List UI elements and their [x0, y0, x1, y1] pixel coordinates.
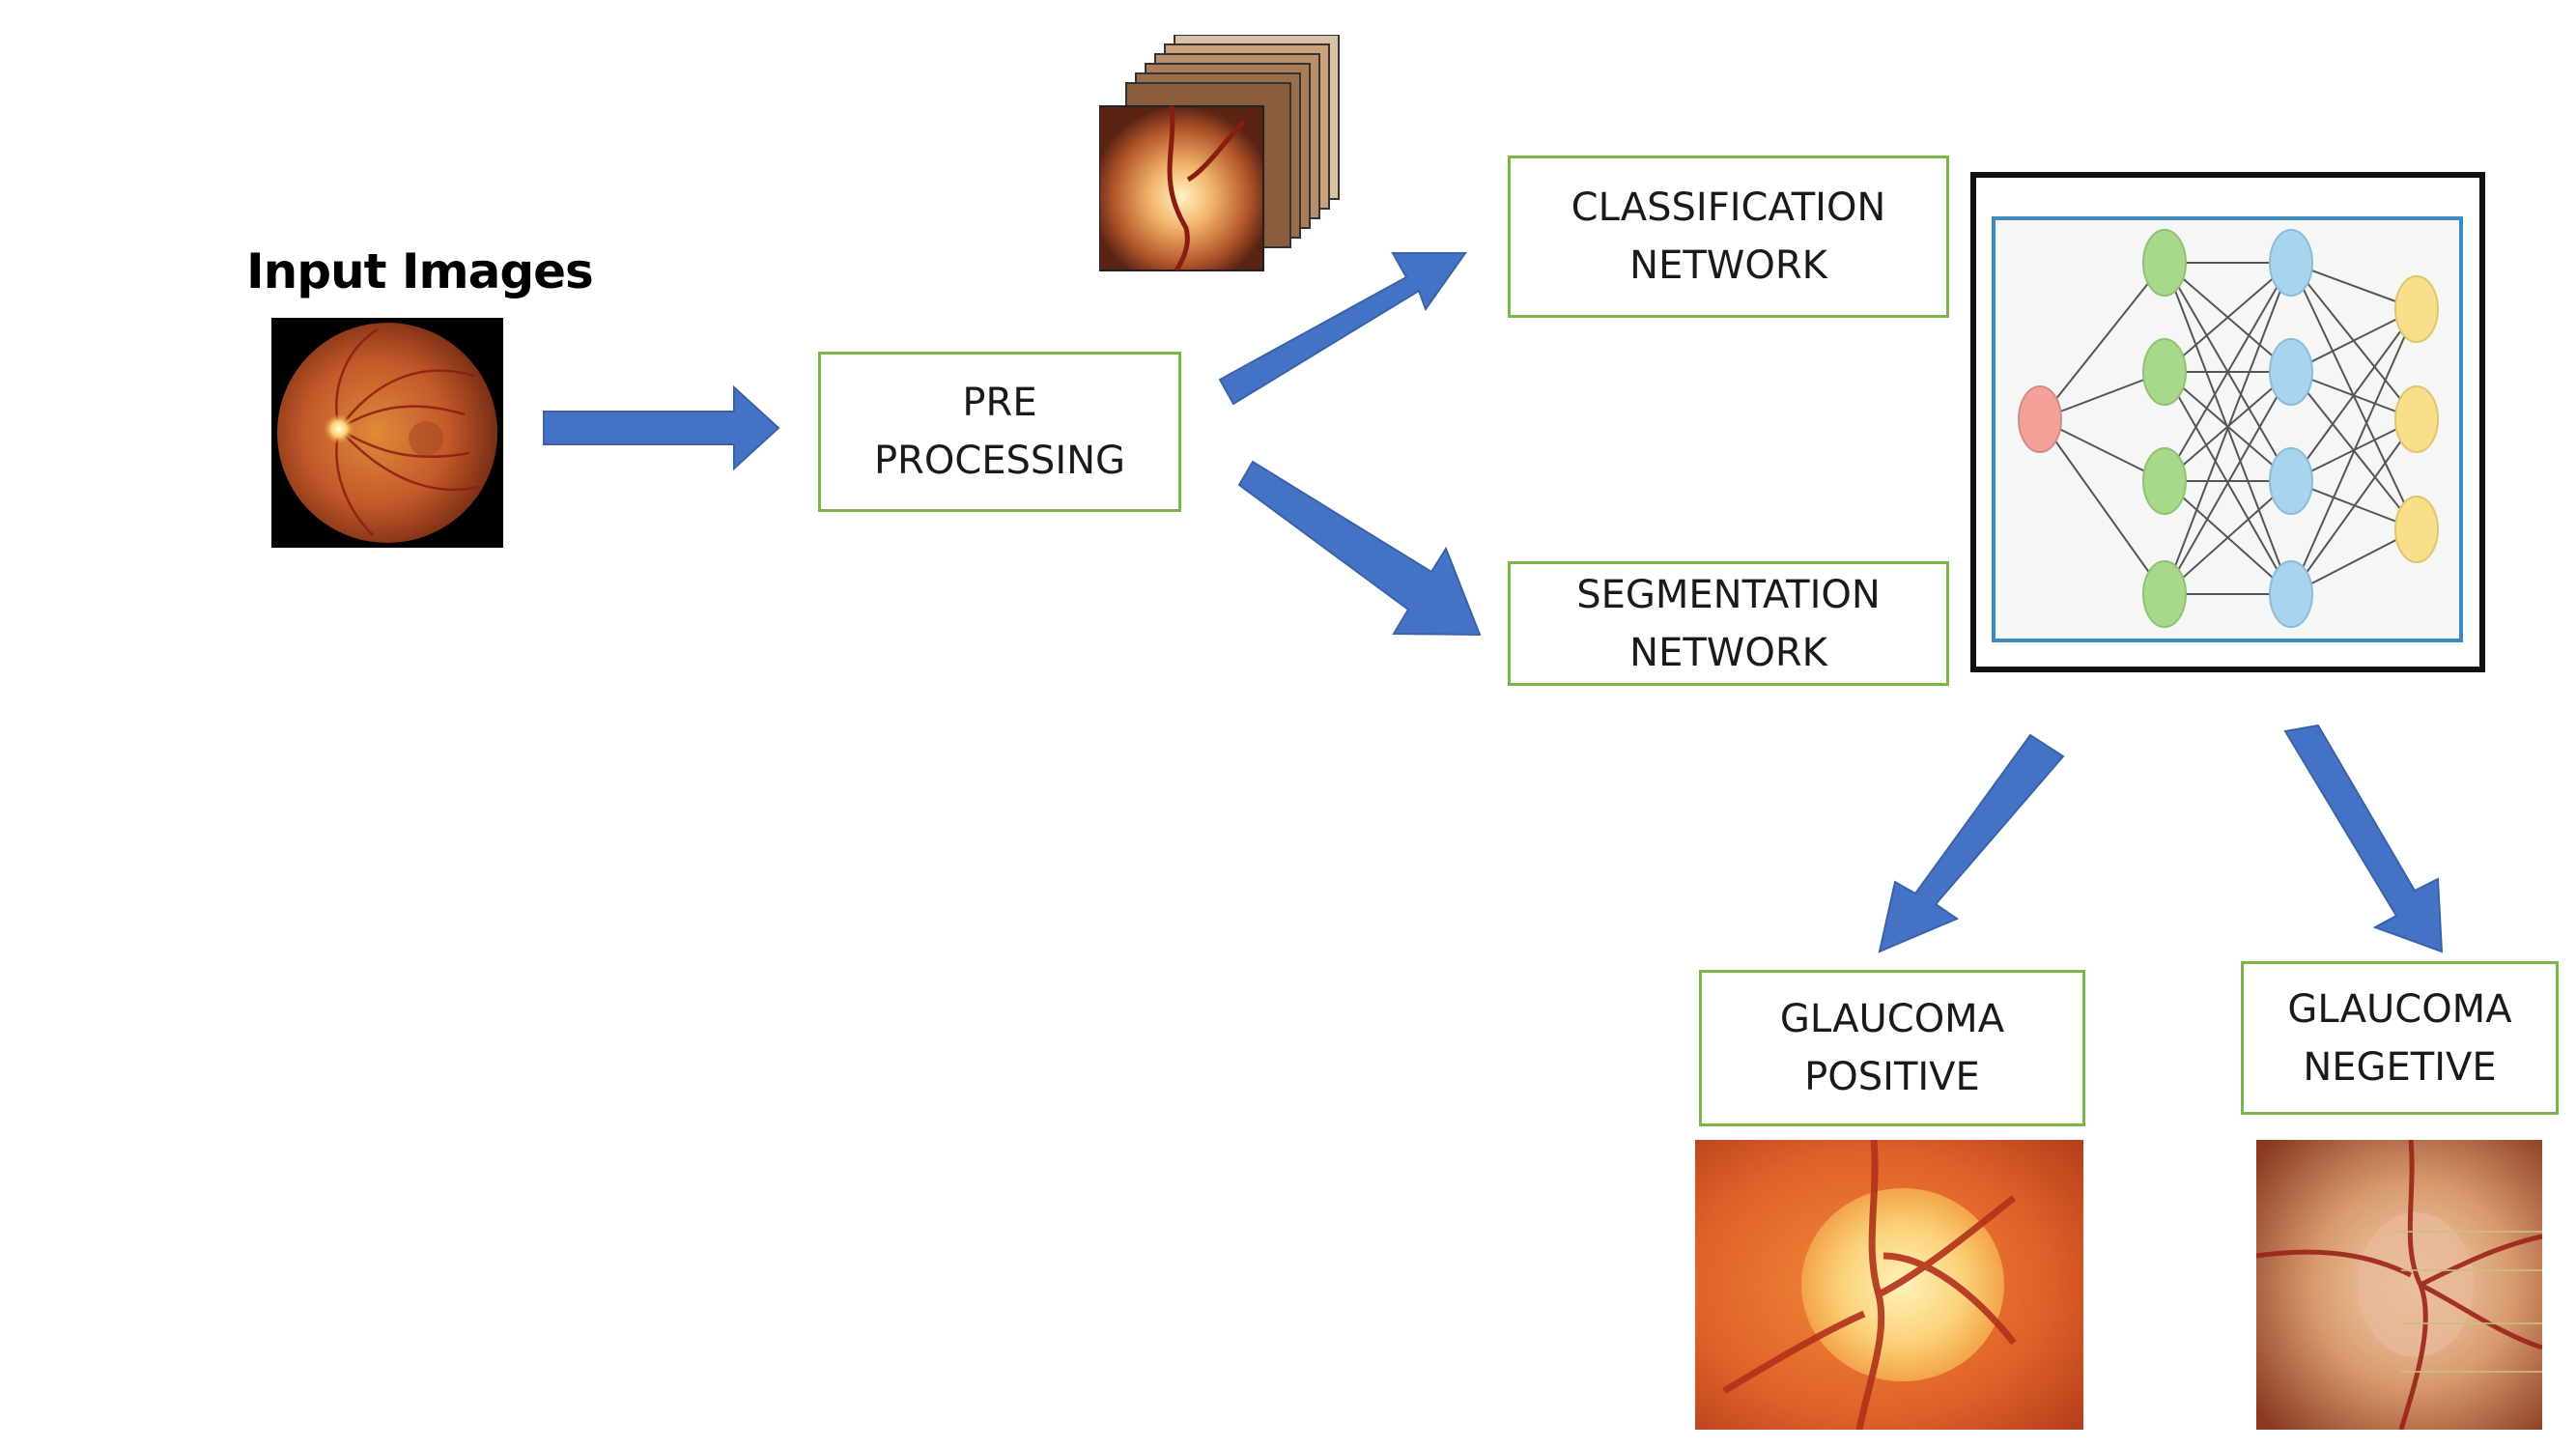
negative-line1: GLAUCOMA	[2287, 986, 2512, 1032]
arrow-network-to-positive	[1878, 733, 2065, 953]
classification-network-box: CLASSIFICATION NETWORK	[1508, 156, 1949, 318]
preprocessed-image-stack	[1099, 35, 1340, 272]
arrow-input-to-preprocessing	[543, 384, 780, 471]
arrow-network-to-negative	[2283, 724, 2444, 953]
input-images-title: Input Images	[246, 243, 594, 299]
arrow-preprocessing-to-classification-shape	[1218, 252, 1467, 406]
preprocessing-line1: PRE	[962, 381, 1037, 425]
arrow-preprocessing-to-segmentation	[1237, 460, 1482, 637]
glaucoma-positive-box: GLAUCOMA POSITIVE	[1699, 970, 2085, 1126]
glaucoma-positive-image	[1695, 1140, 2083, 1430]
classification-line2: NETWORK	[1629, 243, 1827, 288]
preprocessing-box: PRE PROCESSING	[818, 352, 1181, 512]
glaucoma-negative-image	[2256, 1140, 2542, 1430]
segmentation-network-box: SEGMENTATION NETWORK	[1508, 561, 1949, 686]
positive-line2: POSITIVE	[1804, 1055, 1980, 1099]
negative-line2: NEGETIVE	[2303, 1044, 2497, 1090]
positive-line1: GLAUCOMA	[1779, 997, 2005, 1041]
segmentation-line2: NETWORK	[1629, 630, 1827, 675]
glaucoma-negative-box: GLAUCOMA NEGETIVE	[2241, 961, 2559, 1115]
classification-line1: CLASSIFICATION	[1571, 185, 1886, 230]
input-fundus-image	[271, 318, 503, 548]
preprocessing-line2: PROCESSING	[873, 439, 1126, 483]
segmentation-line1: SEGMENTATION	[1576, 572, 1881, 617]
neural-network-diagram	[1970, 172, 2485, 672]
